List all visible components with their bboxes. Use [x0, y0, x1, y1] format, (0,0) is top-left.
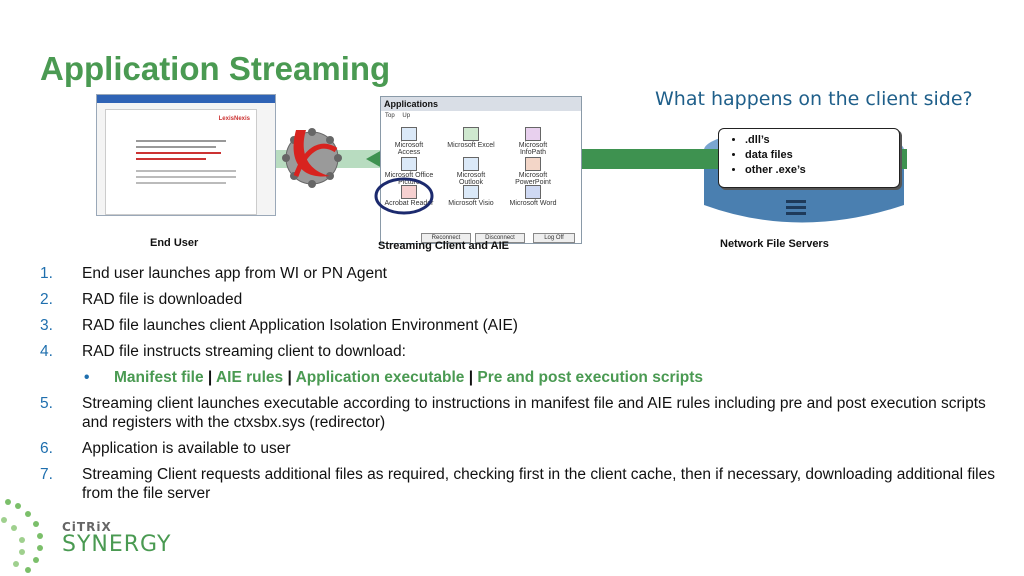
- app-item-label: Microsoft Office Picture: [384, 172, 434, 186]
- app-item-label: Acrobat Reader: [384, 200, 434, 207]
- nav-up-button[interactable]: Up: [402, 113, 411, 119]
- application-executable-item: Application executable: [295, 369, 465, 386]
- acrobat-logo-icon: [282, 128, 342, 188]
- list-item: 4. RAD file instructs streaming client to…: [40, 342, 1000, 361]
- server-item: other .exe’s: [745, 163, 899, 178]
- app-item-label: Microsoft InfoPath: [518, 142, 548, 156]
- slide-title: Application Streaming: [40, 50, 391, 87]
- visio-icon: [463, 185, 479, 199]
- app-item-label: Microsoft Access: [394, 142, 424, 156]
- app-item-word[interactable]: Microsoft Word: [507, 185, 559, 207]
- separator: |: [468, 369, 474, 386]
- step-text: RAD file instructs streaming client to d…: [82, 343, 406, 360]
- steps-list: 1. End user launches app from WI or PN Ag…: [40, 264, 1000, 510]
- applications-window: Applications Top Up Microsoft Access Mic…: [380, 96, 582, 244]
- streaming-client-caption: Streaming Client and AIE: [378, 240, 510, 252]
- server-item: .dll’s: [745, 133, 899, 148]
- synergy-swirl-icon: [1, 499, 43, 573]
- citrix-synergy-logo: CiTRiX SYNERGY: [62, 520, 171, 557]
- applications-header: Applications: [381, 97, 581, 111]
- app-item-powerpoint[interactable]: Microsoft PowerPoint: [507, 157, 559, 186]
- logoff-button[interactable]: Log Off: [533, 233, 575, 243]
- separator: |: [287, 369, 292, 386]
- app-item-infopath[interactable]: Microsoft InfoPath: [507, 127, 559, 156]
- separator: |: [207, 369, 213, 386]
- disconnect-button[interactable]: Disconnect: [475, 233, 525, 243]
- step-number: 4.: [40, 343, 53, 360]
- step-text: RAD file launches client Application Iso…: [82, 317, 518, 334]
- server-item: data files: [745, 148, 899, 163]
- step-number: 6.: [40, 440, 53, 457]
- app-item-label: Microsoft Visio: [448, 200, 494, 207]
- powerpoint-icon: [525, 157, 541, 171]
- synergy-wordmark: SYNERGY: [62, 532, 172, 557]
- end-user-caption: End User: [150, 237, 199, 249]
- step-text: End user launches app from WI or PN Agen…: [82, 265, 387, 282]
- step-number: 7.: [40, 466, 53, 483]
- app-item-label: Microsoft Outlook: [456, 172, 486, 186]
- step-text: RAD file is downloaded: [82, 291, 243, 308]
- doc-brand: LexisNexis: [218, 116, 250, 122]
- list-item: 1. End user launches app from WI or PN Ag…: [40, 264, 1000, 283]
- picture-icon: [401, 157, 417, 171]
- step-text: Application is available to user: [82, 440, 291, 457]
- app-item-excel[interactable]: Microsoft Excel: [445, 127, 497, 149]
- list-item: 6. Application is available to user: [40, 439, 1000, 458]
- app-item-access[interactable]: Microsoft Access: [383, 127, 435, 156]
- excel-icon: [463, 127, 479, 141]
- list-item: 3. RAD file launches client Application I…: [40, 316, 1000, 335]
- manifest-file-item: Manifest file: [114, 369, 204, 386]
- step-number: 3.: [40, 317, 53, 334]
- list-item: 5. Streaming client launches executable a…: [40, 394, 1000, 432]
- window-titlebar: [97, 95, 275, 103]
- acrobat-highlight-circle: [374, 177, 434, 215]
- slide-subtitle: What happens on the client side?: [655, 88, 973, 110]
- app-item-label: Microsoft PowerPoint: [515, 172, 551, 186]
- app-item-label: Microsoft Word: [509, 200, 557, 207]
- aie-rules-item: AIE rules: [215, 369, 284, 386]
- step-text: Streaming client launches executable acc…: [82, 395, 986, 431]
- app-item-acrobat[interactable]: Acrobat Reader: [383, 185, 435, 207]
- app-item-visio[interactable]: Microsoft Visio: [445, 185, 497, 207]
- app-item-outlook[interactable]: Microsoft Outlook: [445, 157, 497, 186]
- end-user-app-screenshot: LexisNexis: [96, 94, 276, 216]
- list-item: 2. RAD file is downloaded: [40, 290, 1000, 309]
- document-page: LexisNexis: [105, 109, 257, 215]
- infopath-icon: [525, 127, 541, 141]
- app-item-label: Microsoft Excel: [447, 142, 495, 149]
- step-number: 2.: [40, 291, 53, 308]
- step-number: 1.: [40, 265, 53, 282]
- bullet-icon: •: [84, 369, 90, 386]
- citrix-wordmark: CiTRiX: [62, 520, 112, 534]
- step-text: Streaming Client requests additional fil…: [82, 466, 995, 502]
- server-contents-box: .dll’s data files other .exe’s: [718, 128, 900, 188]
- acrobat-icon: [401, 185, 417, 199]
- access-icon: [401, 127, 417, 141]
- execution-scripts-item: Pre and post execution scripts: [477, 369, 704, 386]
- word-icon: [525, 185, 541, 199]
- step-number: 5.: [40, 395, 53, 412]
- nav-bar: Top Up: [385, 113, 410, 119]
- nav-top-button[interactable]: Top: [385, 113, 395, 119]
- download-items-line: • Manifest file | AIE rules | Applicatio…: [40, 368, 1000, 387]
- outlook-icon: [463, 157, 479, 171]
- reconnect-button[interactable]: Reconnect: [421, 233, 471, 243]
- app-item-picture[interactable]: Microsoft Office Picture: [383, 157, 435, 186]
- network-servers-caption: Network File Servers: [720, 238, 829, 250]
- list-item: 7. Streaming Client requests additional f…: [40, 465, 1000, 503]
